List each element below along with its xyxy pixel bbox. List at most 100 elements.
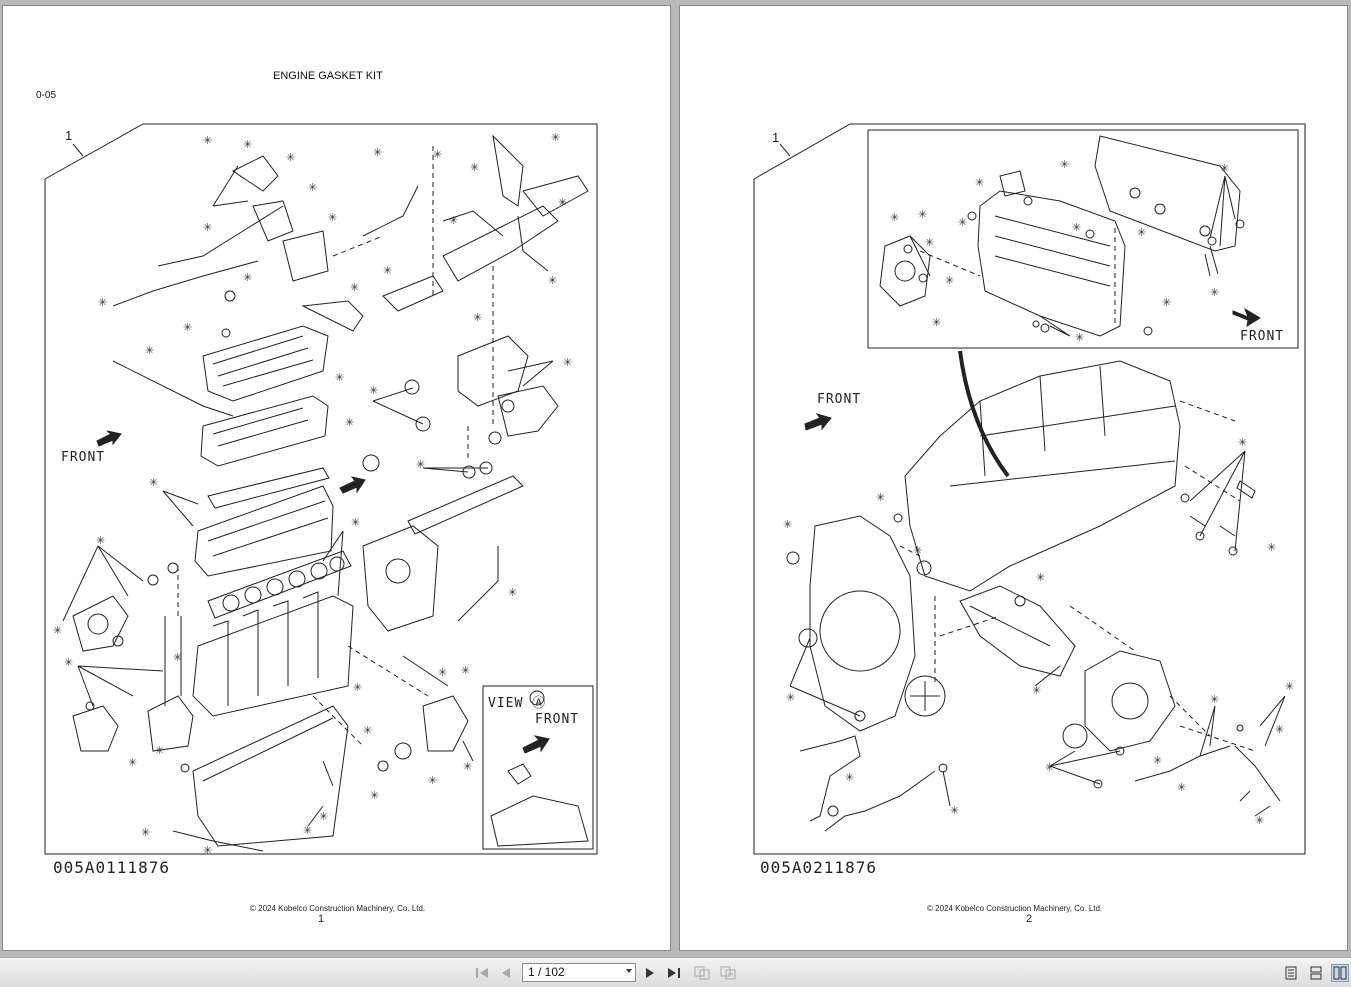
svg-text:✳: ✳: [243, 271, 252, 284]
svg-text:✳: ✳: [345, 416, 354, 429]
two-page-icon: [1333, 966, 1347, 980]
first-page-button[interactable]: [473, 964, 491, 982]
svg-text:✳: ✳: [433, 148, 442, 161]
svg-text:✳: ✳: [243, 138, 252, 151]
svg-text:✳: ✳: [1045, 761, 1054, 774]
previous-page-icon: [502, 968, 510, 978]
svg-text:✳: ✳: [1036, 571, 1045, 584]
svg-text:✳: ✳: [1137, 226, 1146, 239]
inset-front-label: FRONT: [1240, 329, 1285, 344]
last-page-icon: [668, 968, 680, 978]
svg-text:✳: ✳: [98, 296, 107, 309]
svg-text:✳: ✳: [1220, 162, 1229, 175]
single-page-icon: [1285, 966, 1297, 980]
single-page-view-button[interactable]: [1282, 964, 1300, 982]
svg-text:✳: ✳: [918, 208, 927, 221]
page-number-input[interactable]: 1 / 102: [522, 963, 636, 982]
svg-text:✳: ✳: [64, 656, 73, 669]
previous-view-icon: [694, 966, 710, 980]
svg-text:✳: ✳: [1060, 158, 1069, 171]
view-a-front-label: FRONT: [535, 712, 580, 727]
svg-text:✳: ✳: [958, 216, 967, 229]
section-number: 0-05: [36, 90, 57, 101]
svg-text:✳: ✳: [1285, 680, 1294, 693]
document-page-1: ENGINE GASKET KIT 0-05 1: [2, 5, 671, 951]
svg-text:✳: ✳: [463, 760, 472, 773]
svg-text:✳: ✳: [369, 384, 378, 397]
next-page-button[interactable]: [641, 964, 659, 982]
next-view-button[interactable]: [719, 964, 737, 982]
figure-code: 005A0111876: [53, 858, 170, 877]
callout-number: 1: [772, 130, 780, 145]
svg-text:✳: ✳: [286, 151, 295, 164]
svg-text:✳: ✳: [461, 664, 470, 677]
chevron-down-icon: [626, 969, 632, 973]
svg-text:✳: ✳: [1210, 286, 1219, 299]
last-page-button[interactable]: [665, 964, 683, 982]
svg-text:✳: ✳: [548, 274, 557, 287]
exploded-parts-diagram: ✳✳✳ ✳✳✳ ✳✳✳ ✳✳✳ ✳✳✳ ✳✳✳ ✳✳✳ ✳✳✳ ✳✳✳ ✳✳✳ …: [44, 123, 598, 857]
svg-text:✳: ✳: [1162, 296, 1171, 309]
svg-text:✳: ✳: [786, 691, 795, 704]
svg-text:✳: ✳: [950, 804, 959, 817]
svg-text:✳: ✳: [383, 264, 392, 277]
copyright: © 2024 Kobelco Construction Machinery, C…: [250, 904, 426, 913]
svg-text:✳: ✳: [155, 744, 164, 757]
svg-text:✳: ✳: [1238, 436, 1247, 449]
svg-text:✳: ✳: [558, 196, 567, 209]
page-indicator: 1 / 102: [528, 965, 565, 979]
svg-text:✳: ✳: [351, 516, 360, 529]
svg-text:✳: ✳: [563, 356, 572, 369]
svg-text:✳: ✳: [890, 211, 899, 224]
svg-text:✳: ✳: [876, 491, 885, 504]
svg-text:✳: ✳: [1275, 723, 1284, 736]
two-page-view-button[interactable]: [1331, 964, 1349, 982]
svg-text:✳: ✳: [149, 476, 158, 489]
svg-text:✳: ✳: [173, 651, 182, 664]
svg-text:✳: ✳: [1267, 541, 1276, 554]
svg-text:✳: ✳: [1072, 221, 1081, 234]
copyright: © 2024 Kobelco Construction Machinery, C…: [927, 904, 1103, 913]
figure-code: 005A0211876: [760, 858, 877, 877]
svg-text:✳: ✳: [370, 789, 379, 802]
svg-text:✳: ✳: [845, 771, 854, 784]
svg-text:✳: ✳: [551, 131, 560, 144]
view-a-label: VIEW Ⓐ: [488, 696, 547, 711]
next-page-icon: [646, 968, 654, 978]
svg-text:✳: ✳: [783, 518, 792, 531]
svg-text:✳: ✳: [373, 146, 382, 159]
svg-text:✳: ✳: [319, 810, 328, 823]
page-number: 1: [318, 913, 325, 925]
previous-view-button[interactable]: [693, 964, 711, 982]
svg-text:✳: ✳: [183, 321, 192, 334]
svg-text:✳: ✳: [1075, 331, 1084, 344]
front-direction-label: FRONT: [61, 450, 106, 465]
continuous-page-icon: [1310, 966, 1322, 980]
previous-page-button[interactable]: [497, 964, 515, 982]
svg-text:✳: ✳: [975, 176, 984, 189]
svg-text:✳: ✳: [353, 681, 362, 694]
pdf-viewer-toolbar: 1 / 102: [0, 957, 1351, 987]
svg-text:✳: ✳: [1177, 781, 1186, 794]
page-title: ENGINE GASKET KIT: [273, 70, 383, 82]
svg-text:✳: ✳: [350, 281, 359, 294]
svg-text:✳: ✳: [141, 826, 150, 839]
next-view-icon: [720, 966, 736, 980]
exploded-parts-diagram: ✳✳✳ ✳✳✳ ✳✳✳ ✳✳✳ ✳✳ ✳✳✳ ✳✳✳ ✳✳✳ ✳✳✳ ✳✳✳ ✳…: [753, 123, 1306, 855]
svg-text:✳: ✳: [470, 161, 479, 174]
svg-text:✳: ✳: [96, 534, 105, 547]
svg-text:✳: ✳: [203, 221, 212, 234]
svg-text:✳: ✳: [1153, 754, 1162, 767]
svg-text:✳: ✳: [53, 624, 62, 637]
svg-text:✳: ✳: [303, 824, 312, 837]
svg-text:✳: ✳: [145, 344, 154, 357]
svg-text:✳: ✳: [1032, 684, 1041, 697]
first-page-icon: [476, 968, 488, 978]
svg-text:✳: ✳: [932, 316, 941, 329]
svg-text:✳: ✳: [203, 844, 212, 857]
document-page-2: 1: [679, 5, 1348, 951]
svg-text:✳: ✳: [128, 756, 137, 769]
svg-text:✳: ✳: [473, 311, 482, 324]
continuous-view-button[interactable]: [1307, 964, 1325, 982]
callout-number: 1: [65, 128, 73, 143]
